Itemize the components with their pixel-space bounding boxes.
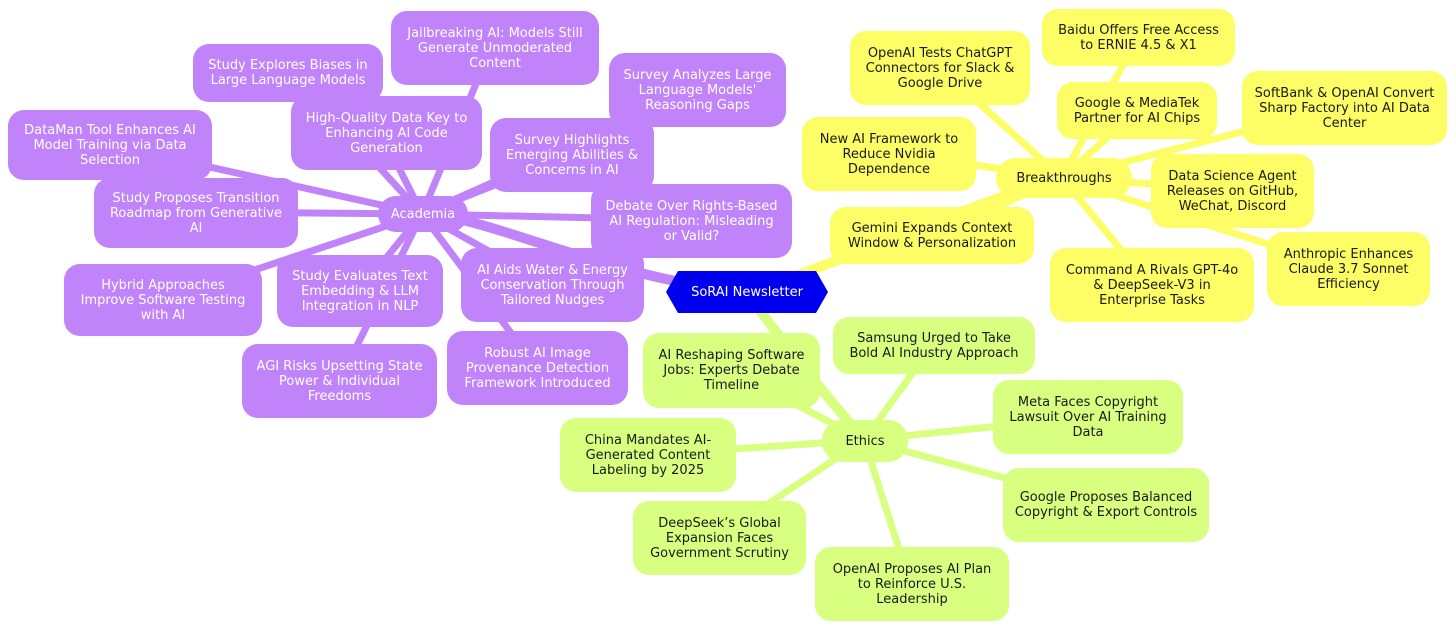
academia-topic[interactable]: AGI Risks Upsetting State Power & Indivi… bbox=[242, 344, 437, 418]
breakthroughs-topic-label: Gemini Expands Context Window & Personal… bbox=[847, 220, 1017, 251]
breakthroughs-topic[interactable]: OpenAI Tests ChatGPT Connectors for Slac… bbox=[850, 31, 1030, 105]
breakthroughs-topic-label: Anthropic Enhances Claude 3.7 Sonnet Eff… bbox=[1283, 246, 1414, 292]
breakthroughs-topic[interactable]: SoftBank & OpenAI Convert Sharp Factory … bbox=[1242, 71, 1447, 145]
academia-topic-label: Study Explores Biases in Large Language … bbox=[208, 58, 368, 88]
breakthroughs-topic[interactable]: Baidu Offers Free Access to ERNIE 4.5 & … bbox=[1042, 9, 1235, 66]
branch-academia[interactable]: Academia bbox=[378, 196, 468, 232]
academia-topic-label: Hybrid Approaches Improve Software Testi… bbox=[80, 277, 246, 323]
ethics-topic-label: China Mandates AI-Generated Content Labe… bbox=[584, 432, 712, 478]
breakthroughs-topic[interactable]: Gemini Expands Context Window & Personal… bbox=[830, 207, 1034, 264]
academia-topic-label: Survey Highlights Emerging Abilities & C… bbox=[505, 132, 639, 178]
ethics-topic-label: OpenAI Proposes AI Plan to Reinforce U.S… bbox=[832, 561, 992, 607]
root-hexagon-shape bbox=[666, 271, 828, 313]
branch-ethics-label: Ethics bbox=[845, 433, 885, 449]
academia-topic-label: Jailbreaking AI: Models Still Generate U… bbox=[407, 25, 583, 71]
branch-breakthroughs[interactable]: Breakthroughs bbox=[996, 158, 1132, 198]
ethics-topic-label: DeepSeek’s Global Expansion Faces Govern… bbox=[650, 515, 789, 561]
root-label: SoRAI Newsletter bbox=[691, 284, 803, 300]
breakthroughs-topic-label: Baidu Offers Free Access to ERNIE 4.5 & … bbox=[1058, 22, 1219, 53]
ethics-topic[interactable]: DeepSeek’s Global Expansion Faces Govern… bbox=[633, 501, 806, 575]
branch-breakthroughs-label: Breakthroughs bbox=[1016, 170, 1112, 186]
ethics-topic[interactable]: OpenAI Proposes AI Plan to Reinforce U.S… bbox=[815, 547, 1009, 621]
breakthroughs-topic[interactable]: Google & MediaTek Partner for AI Chips bbox=[1057, 82, 1217, 139]
academia-topic[interactable]: High-Quality Data Key to Enhancing AI Co… bbox=[291, 96, 482, 170]
breakthroughs-topic[interactable]: Command A Rivals GPT-4o & DeepSeek-V3 in… bbox=[1050, 248, 1254, 322]
ethics-topic-label: AI Reshaping Software Jobs: Experts Deba… bbox=[658, 348, 805, 393]
academia-topic[interactable]: Hybrid Approaches Improve Software Testi… bbox=[64, 264, 262, 336]
academia-topic[interactable]: Robust AI Image Provenance Detection Fra… bbox=[447, 331, 628, 405]
ethics-topic[interactable]: China Mandates AI-Generated Content Labe… bbox=[560, 418, 736, 492]
ethics-topic-label: Google Proposes Balanced Copyright & Exp… bbox=[1014, 490, 1198, 520]
ethics-topic-label: Meta Faces Copyright Lawsuit Over AI Tra… bbox=[1009, 394, 1167, 440]
breakthroughs-topic[interactable]: New AI Framework to Reduce Nvidia Depend… bbox=[802, 117, 976, 191]
breakthroughs-topic-label: Command A Rivals GPT-4o & DeepSeek-V3 in… bbox=[1065, 262, 1239, 308]
academia-topic-label: AI Aids Water & Energy Conservation Thro… bbox=[477, 262, 628, 308]
academia-topic[interactable]: Survey Highlights Emerging Abilities & C… bbox=[490, 118, 654, 192]
academia-topic-label: Study Evaluates Text Embedding & LLM Int… bbox=[292, 268, 428, 314]
academia-topic-label: DataMan Tool Enhances AI Model Training … bbox=[24, 122, 196, 168]
breakthroughs-topic-label: Data Science Agent Releases on GitHub, W… bbox=[1166, 168, 1299, 214]
breakthroughs-topic-label: SoftBank & OpenAI Convert Sharp Factory … bbox=[1254, 85, 1435, 131]
ethics-topic[interactable]: Meta Faces Copyright Lawsuit Over AI Tra… bbox=[993, 380, 1183, 454]
breakthroughs-topic-label: New AI Framework to Reduce Nvidia Depend… bbox=[819, 131, 959, 177]
ethics-topic-label: Samsung Urged to Take Bold AI Industry A… bbox=[849, 330, 1019, 361]
academia-topic-label: Study Proposes Transition Roadmap from G… bbox=[109, 190, 283, 236]
ethics-topic[interactable]: Google Proposes Balanced Copyright & Exp… bbox=[1003, 468, 1209, 542]
academia-topic-label: AGI Risks Upsetting State Power & Indivi… bbox=[256, 358, 423, 404]
academia-topic[interactable]: Debate Over Rights-Based AI Regulation: … bbox=[591, 184, 792, 258]
academia-topic[interactable]: Study Evaluates Text Embedding & LLM Int… bbox=[277, 255, 443, 327]
ethics-topic[interactable]: AI Reshaping Software Jobs: Experts Deba… bbox=[643, 333, 820, 408]
branch-ethics[interactable]: Ethics bbox=[822, 420, 908, 462]
breakthroughs-topic-label: OpenAI Tests ChatGPT Connectors for Slac… bbox=[865, 45, 1015, 91]
ethics-topic[interactable]: Samsung Urged to Take Bold AI Industry A… bbox=[833, 317, 1035, 374]
root-node[interactable]: SoRAI Newsletter bbox=[666, 271, 828, 313]
breakthroughs-topic-label: Google & MediaTek Partner for AI Chips bbox=[1073, 95, 1201, 126]
academia-topic[interactable]: Jailbreaking AI: Models Still Generate U… bbox=[391, 11, 599, 85]
academia-topic-label: Robust AI Image Provenance Detection Fra… bbox=[464, 345, 611, 391]
academia-topic[interactable]: Study Proposes Transition Roadmap from G… bbox=[94, 178, 298, 248]
academia-topic-label: High-Quality Data Key to Enhancing AI Co… bbox=[305, 110, 468, 156]
academia-topic[interactable]: DataMan Tool Enhances AI Model Training … bbox=[8, 110, 212, 180]
branch-academia-label: Academia bbox=[390, 206, 456, 222]
root-hexagon bbox=[666, 271, 828, 313]
academia-topic[interactable]: Survey Analyzes Large Language Models' R… bbox=[609, 53, 786, 127]
academia-topic-label: Survey Analyzes Large Language Models' R… bbox=[623, 67, 772, 113]
breakthroughs-topic[interactable]: Anthropic Enhances Claude 3.7 Sonnet Eff… bbox=[1267, 232, 1430, 306]
academia-topic[interactable]: Study Explores Biases in Large Language … bbox=[193, 44, 383, 102]
academia-topic[interactable]: AI Aids Water & Energy Conservation Thro… bbox=[461, 248, 644, 322]
academia-topic-label: Debate Over Rights-Based AI Regulation: … bbox=[605, 198, 778, 244]
breakthroughs-topic[interactable]: Data Science Agent Releases on GitHub, W… bbox=[1151, 154, 1314, 228]
